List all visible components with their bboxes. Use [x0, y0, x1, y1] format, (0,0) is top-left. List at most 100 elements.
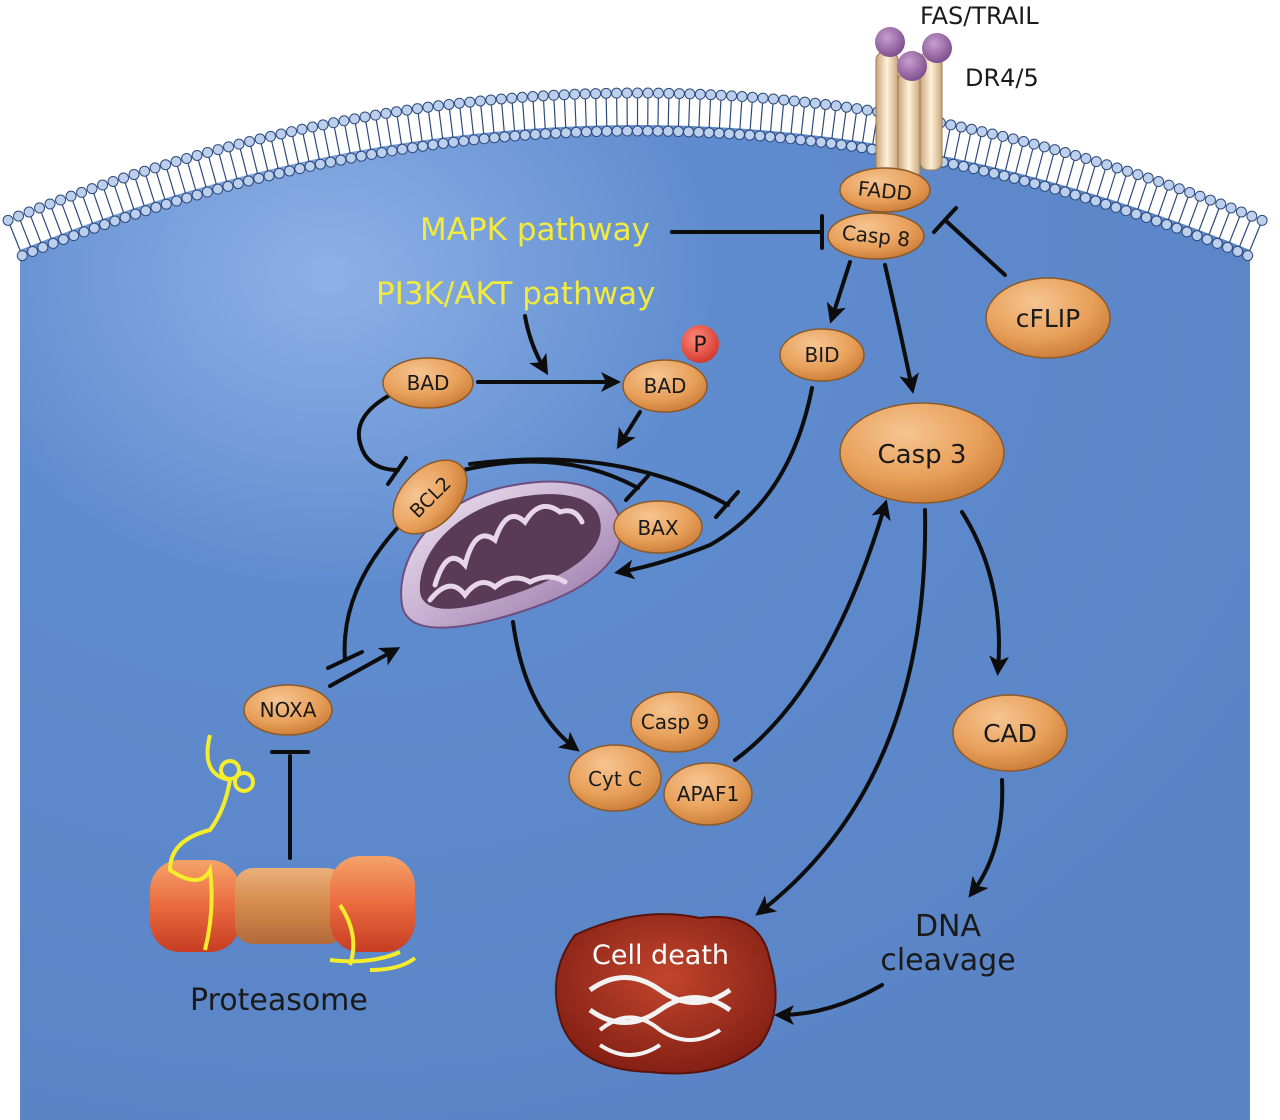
lipid-head [1100, 198, 1112, 210]
lipid-tail [197, 159, 207, 189]
lipid-head [202, 147, 214, 159]
lipid-tail [1147, 185, 1158, 214]
lipid-head [325, 156, 337, 168]
proteasome-label: Proteasome [190, 983, 368, 1018]
lipid-head [355, 150, 367, 162]
lipid-tail [511, 102, 516, 133]
lipid-tail [688, 97, 691, 128]
lipid-head [968, 163, 980, 175]
lipid-head [757, 92, 769, 104]
lipid-head [212, 144, 224, 156]
lipid-tail [50, 207, 63, 236]
edge-mito-cytc [511, 620, 580, 752]
lipid-head [223, 141, 235, 153]
lipid-tail [1014, 145, 1024, 175]
lipid-head [181, 192, 193, 204]
lipid-head [558, 89, 570, 101]
lipid-tail [208, 156, 218, 186]
lipid-tail [448, 108, 454, 139]
lipid-tail [145, 174, 156, 204]
lipid-tail [749, 101, 753, 132]
lipid-head [1007, 133, 1019, 145]
lipid-head [1029, 178, 1041, 190]
node-cytc: Cyt C [568, 744, 662, 812]
edge-casp3-celldeath [755, 508, 928, 916]
lipid-head [841, 101, 853, 113]
lipid-head [1101, 159, 1113, 171]
lipid-tail [291, 135, 300, 165]
lipid-tail [759, 102, 764, 133]
lipid-tail [1065, 159, 1076, 189]
lipid-head [1194, 190, 1206, 202]
lipid-head [1221, 241, 1233, 253]
lipid-head [307, 121, 319, 133]
node-bad-label: BAD [407, 371, 450, 395]
node-bad-p-label: BAD [644, 374, 687, 398]
lipid-tail [187, 162, 197, 192]
lipid-head [506, 92, 518, 104]
lipid-tail [375, 118, 382, 149]
node-cad: CAD [952, 694, 1068, 772]
node-bid-label: BID [804, 343, 839, 367]
lipid-head [1215, 198, 1227, 210]
cell-membrane [2, 87, 1268, 262]
lipid-head [778, 94, 790, 106]
lipid-tail [861, 114, 868, 144]
mapk-pathway-label: MAPK pathway [420, 212, 650, 248]
lipid-head [386, 145, 398, 157]
lipid-head [1225, 202, 1237, 214]
lipid-head [495, 93, 507, 105]
lipid-head [1246, 210, 1258, 222]
edge-pi3k-bad [523, 314, 549, 376]
node-casp3-label: Casp 3 [878, 440, 967, 470]
lipid-head [672, 126, 684, 138]
lipid-head [191, 189, 203, 201]
lipid-head [1049, 183, 1061, 195]
lipid-tail [1208, 207, 1220, 236]
lipid-head [1150, 215, 1162, 227]
lipid-head [68, 230, 80, 242]
cell-death-blob [554, 913, 777, 1075]
lipid-head [37, 241, 49, 253]
lipid-head [437, 137, 449, 149]
lipid-head [1191, 230, 1203, 242]
lipid-tail [344, 124, 351, 155]
lipid-head [443, 98, 455, 110]
lipid-head [1242, 250, 1254, 262]
lipid-head [663, 87, 675, 99]
lipid-tail [29, 215, 42, 244]
edge-bcl2-bax [453, 459, 640, 490]
lipid-head [263, 170, 275, 182]
lipid-head [396, 143, 408, 155]
lipid-head [851, 103, 863, 115]
node-noxa-label: NOXA [260, 698, 317, 722]
lipid-head [160, 159, 172, 171]
lipid-tail [1035, 150, 1044, 180]
lipid-head [632, 87, 643, 99]
node-fadd: FADD [839, 167, 931, 213]
lipid-head [799, 96, 811, 108]
lipid-head [683, 126, 695, 138]
lipid-head [47, 237, 59, 249]
lipid-tail [438, 109, 444, 140]
lipid-head [988, 167, 1000, 179]
lipid-tail [831, 109, 837, 140]
receptor-label: DR4/5 [965, 64, 1039, 92]
lipid-tail [820, 108, 826, 139]
lipid-tail [973, 135, 982, 165]
lipid-tail [1086, 165, 1096, 195]
lipid-head [1018, 175, 1030, 187]
lipid-head [642, 125, 654, 137]
lipid-tail [239, 147, 249, 178]
ligand-sphere [922, 33, 952, 63]
mitochondrion [400, 480, 623, 629]
lipid-head [1171, 222, 1183, 234]
lipid-head [1080, 152, 1092, 164]
lipid-head [754, 130, 766, 142]
lipid-tail [1157, 188, 1169, 218]
lipid-tail [501, 102, 505, 133]
lipid-head [662, 125, 674, 137]
lipid-head [390, 106, 402, 118]
lipid-head [846, 140, 858, 152]
lipid-tail [851, 112, 857, 143]
